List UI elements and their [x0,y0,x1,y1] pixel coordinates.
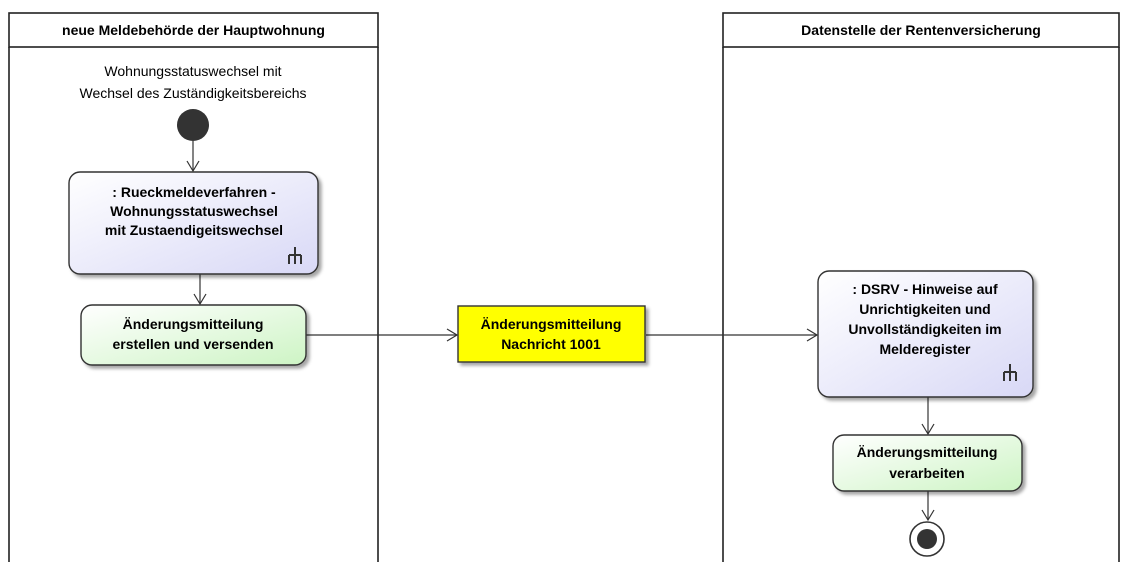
rake-icon [1003,364,1017,381]
node-text-line: Änderungsmitteilung [857,444,998,460]
action-create-send[interactable]: Änderungsmitteilung erstellen und versen… [80,304,307,366]
object-node-message[interactable]: Änderungsmitteilung Nachricht 1001 [457,305,646,363]
arrowhead [806,328,819,342]
arrowhead [193,293,207,306]
control-flows [186,141,935,522]
node-text-line: erstellen und versenden [112,336,273,352]
arrowhead [446,328,459,342]
node-text-line: Änderungsmitteilung [123,316,264,332]
swimlane-meldebehoerde: neue Meldebehörde der Hauptwohnung [8,12,379,562]
node-text-line: verarbeiten [889,465,964,481]
swimlane-title: neue Meldebehörde der Hauptwohnung [62,22,325,38]
rake-icon [288,247,302,264]
final-node [909,521,945,557]
node-text-line: Melderegister [879,341,971,357]
action-process[interactable]: Änderungsmitteilung verarbeiten [832,434,1023,492]
node-text-line: Unvollständigkeiten im [848,321,1001,337]
node-text-line: Nachricht 1001 [501,336,601,352]
node-text-line: mit Zustaendigeitswechsel [105,222,283,238]
swimlane-header [8,12,379,48]
swimlane-title: Datenstelle der Rentenversicherung [801,22,1041,38]
arrowhead [921,423,935,436]
node-text-line: Änderungsmitteilung [481,316,622,332]
node-text-line: Wohnungsstatuswechsel [110,203,278,219]
arrowhead [921,509,935,522]
arrowhead [186,160,200,173]
node-text-line: : DSRV - Hinweise auf [852,281,998,297]
initial-node [177,109,209,141]
call-behavior-rueckmeldeverfahren[interactable]: : Rueckmeldeverfahren - Wohnungsstatuswe… [68,171,319,275]
node-text-line: : Rueckmeldeverfahren - [112,184,276,200]
start-label-line-2: Wechsel des Zuständigkeitsbereichs [80,85,307,101]
node-text-line: Unrichtigkeiten und [859,301,990,317]
start-label-line-1: Wohnungsstatuswechsel mit [104,63,281,79]
swimlane-header [722,12,1120,48]
swimlane-datenstelle: Datenstelle der Rentenversicherung [722,12,1120,562]
call-behavior-dsrv-hinweise[interactable]: : DSRV - Hinweise auf Unrichtigkeiten un… [817,270,1034,398]
